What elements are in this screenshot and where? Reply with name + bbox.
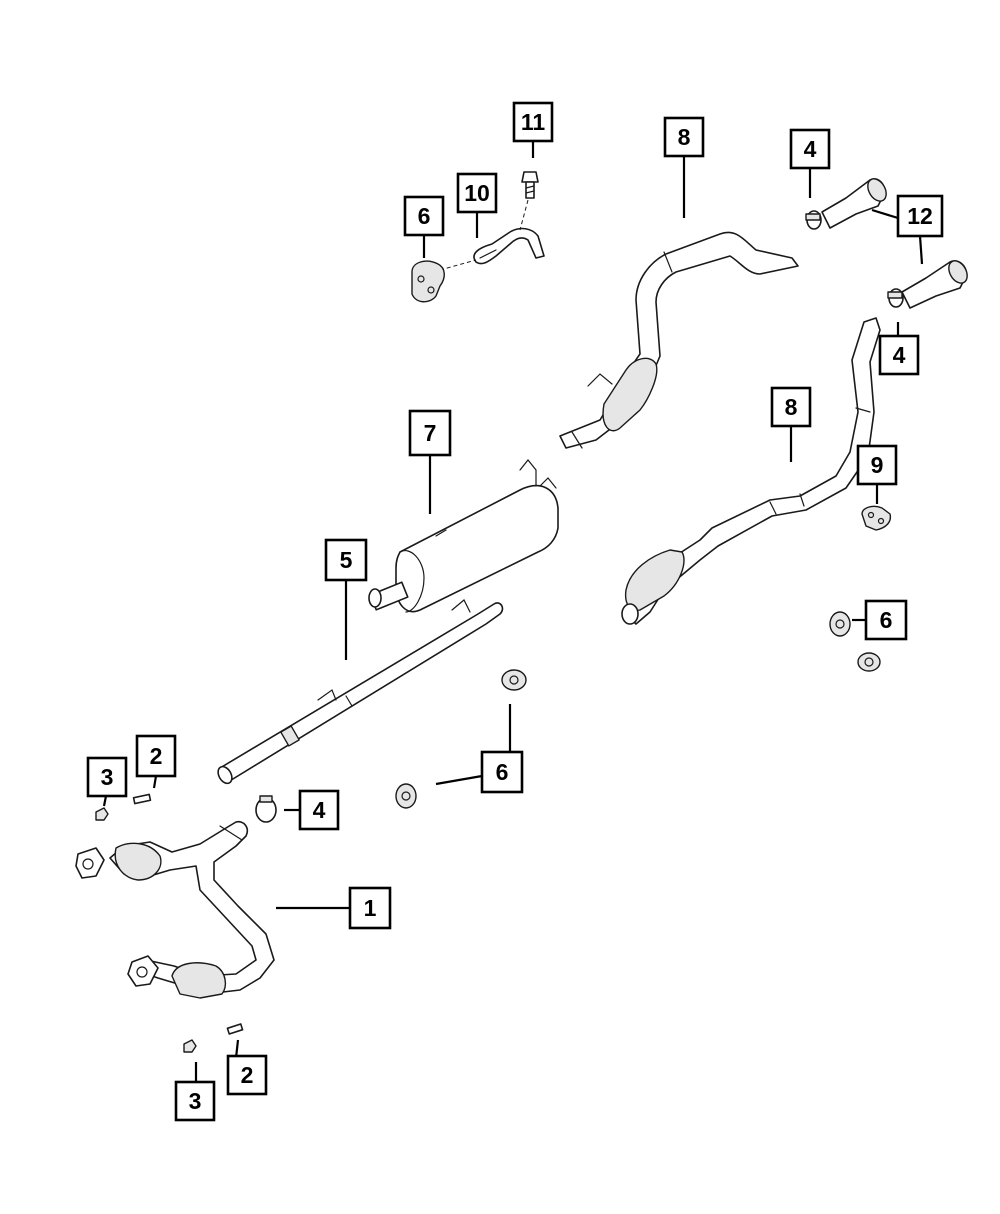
callout-2-top: 2 xyxy=(135,734,177,778)
part-5-intermediate-pipe xyxy=(217,599,504,785)
callout-8-top-label: 8 xyxy=(678,124,691,150)
part-4-clamp-top xyxy=(805,210,822,230)
callout-2-bottom-label: 2 xyxy=(241,1062,254,1088)
callout-1-label: 1 xyxy=(364,895,377,921)
callout-3-bottom-label: 3 xyxy=(189,1088,202,1114)
callout-7: 7 xyxy=(408,409,452,457)
callout-3-bottom: 3 xyxy=(174,1080,216,1122)
callout-8-top: 8 xyxy=(663,116,705,158)
part-6-isolators-right xyxy=(829,611,881,672)
callout-9: 9 xyxy=(856,444,898,486)
callout-2-top-label: 2 xyxy=(150,743,163,769)
part-2-stud-upper xyxy=(132,793,152,805)
part-9-isolator xyxy=(861,505,892,531)
callout-6-right: 6 xyxy=(864,599,908,641)
callout-10-label: 10 xyxy=(464,180,490,206)
part-3-nut-lower xyxy=(183,1039,197,1053)
part-11-bolt xyxy=(521,171,539,199)
part-8-tailpipe-upper xyxy=(559,231,799,449)
callout-5-label: 5 xyxy=(340,547,353,573)
leader-lines xyxy=(102,142,924,1084)
callout-2-bottom: 2 xyxy=(226,1054,268,1096)
callout-4-right-label: 4 xyxy=(893,342,906,368)
callout-8-right-label: 8 xyxy=(785,394,798,420)
part-12-exhaust-tip-lower xyxy=(901,260,968,309)
callout-12: 12 xyxy=(896,194,944,238)
callout-12-label: 12 xyxy=(907,203,933,229)
callout-11: 11 xyxy=(512,101,554,143)
callout-9-label: 9 xyxy=(871,452,884,478)
part-10-hanger-bracket xyxy=(439,199,545,271)
callout-3-top: 3 xyxy=(86,756,128,798)
part-6-isolator-upper xyxy=(411,260,445,303)
callout-4-left: 4 xyxy=(298,789,340,831)
callout-4-top: 4 xyxy=(789,128,831,170)
part-1-catalytic-converter-ypipe xyxy=(75,820,275,999)
callout-6-center-label: 6 xyxy=(496,759,509,785)
callout-4-top-label: 4 xyxy=(804,136,817,162)
part-4-clamp-right xyxy=(887,288,904,308)
callout-8-right: 8 xyxy=(770,386,812,428)
part-8-tailpipe-lower xyxy=(621,317,881,625)
part-6-isolators-center xyxy=(395,669,527,809)
part-7-muffler xyxy=(368,459,559,613)
callout-6-right-label: 6 xyxy=(880,607,893,633)
callout-7-label: 7 xyxy=(424,420,437,446)
callout-11-label: 11 xyxy=(521,109,546,135)
part-12-exhaust-tip-upper xyxy=(821,178,887,229)
callout-3-top-label: 3 xyxy=(101,764,114,790)
callout-6-top: 6 xyxy=(403,195,445,237)
callout-10: 10 xyxy=(456,172,498,214)
callout-5: 5 xyxy=(324,538,368,582)
callout-4-left-label: 4 xyxy=(313,797,326,823)
callout-6-top-label: 6 xyxy=(418,203,431,229)
callout-4-right: 4 xyxy=(878,334,920,376)
callout-6-center: 6 xyxy=(480,750,524,794)
part-4-clamp-left xyxy=(255,795,277,823)
callout-1: 1 xyxy=(348,886,392,930)
part-3-nut-upper xyxy=(95,807,109,821)
part-2-stud-lower xyxy=(226,1023,244,1035)
